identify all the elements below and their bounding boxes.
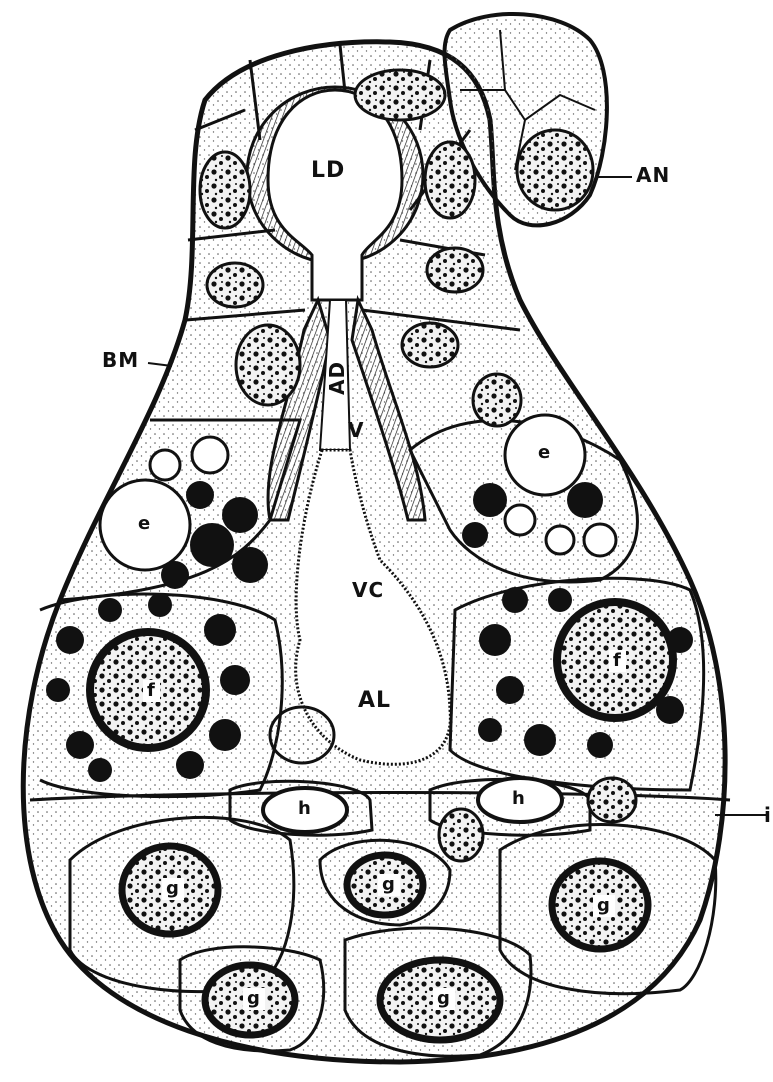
- label-e-left: e: [138, 515, 151, 533]
- label-g-3: g: [593, 895, 615, 917]
- label-an: AN: [636, 165, 670, 185]
- label-e-right: e: [538, 444, 551, 462]
- label-g-5: g: [433, 988, 455, 1010]
- small-cell-near-al: [270, 707, 334, 763]
- label-g-1: g: [162, 878, 184, 900]
- label-g-2: g: [378, 874, 400, 896]
- label-ad: AD: [327, 361, 347, 395]
- label-h-right: h: [512, 790, 526, 808]
- label-f-left: f: [143, 680, 160, 702]
- label-g-4: g: [243, 988, 265, 1010]
- label-v: V: [348, 420, 364, 440]
- label-bm: BM: [102, 350, 139, 370]
- label-ld: LD: [311, 160, 345, 182]
- label-f-right: f: [609, 650, 626, 672]
- label-al: AL: [358, 690, 391, 712]
- label-h-left: h: [298, 800, 312, 818]
- label-vc: VC: [352, 580, 384, 600]
- label-i: i: [764, 805, 772, 825]
